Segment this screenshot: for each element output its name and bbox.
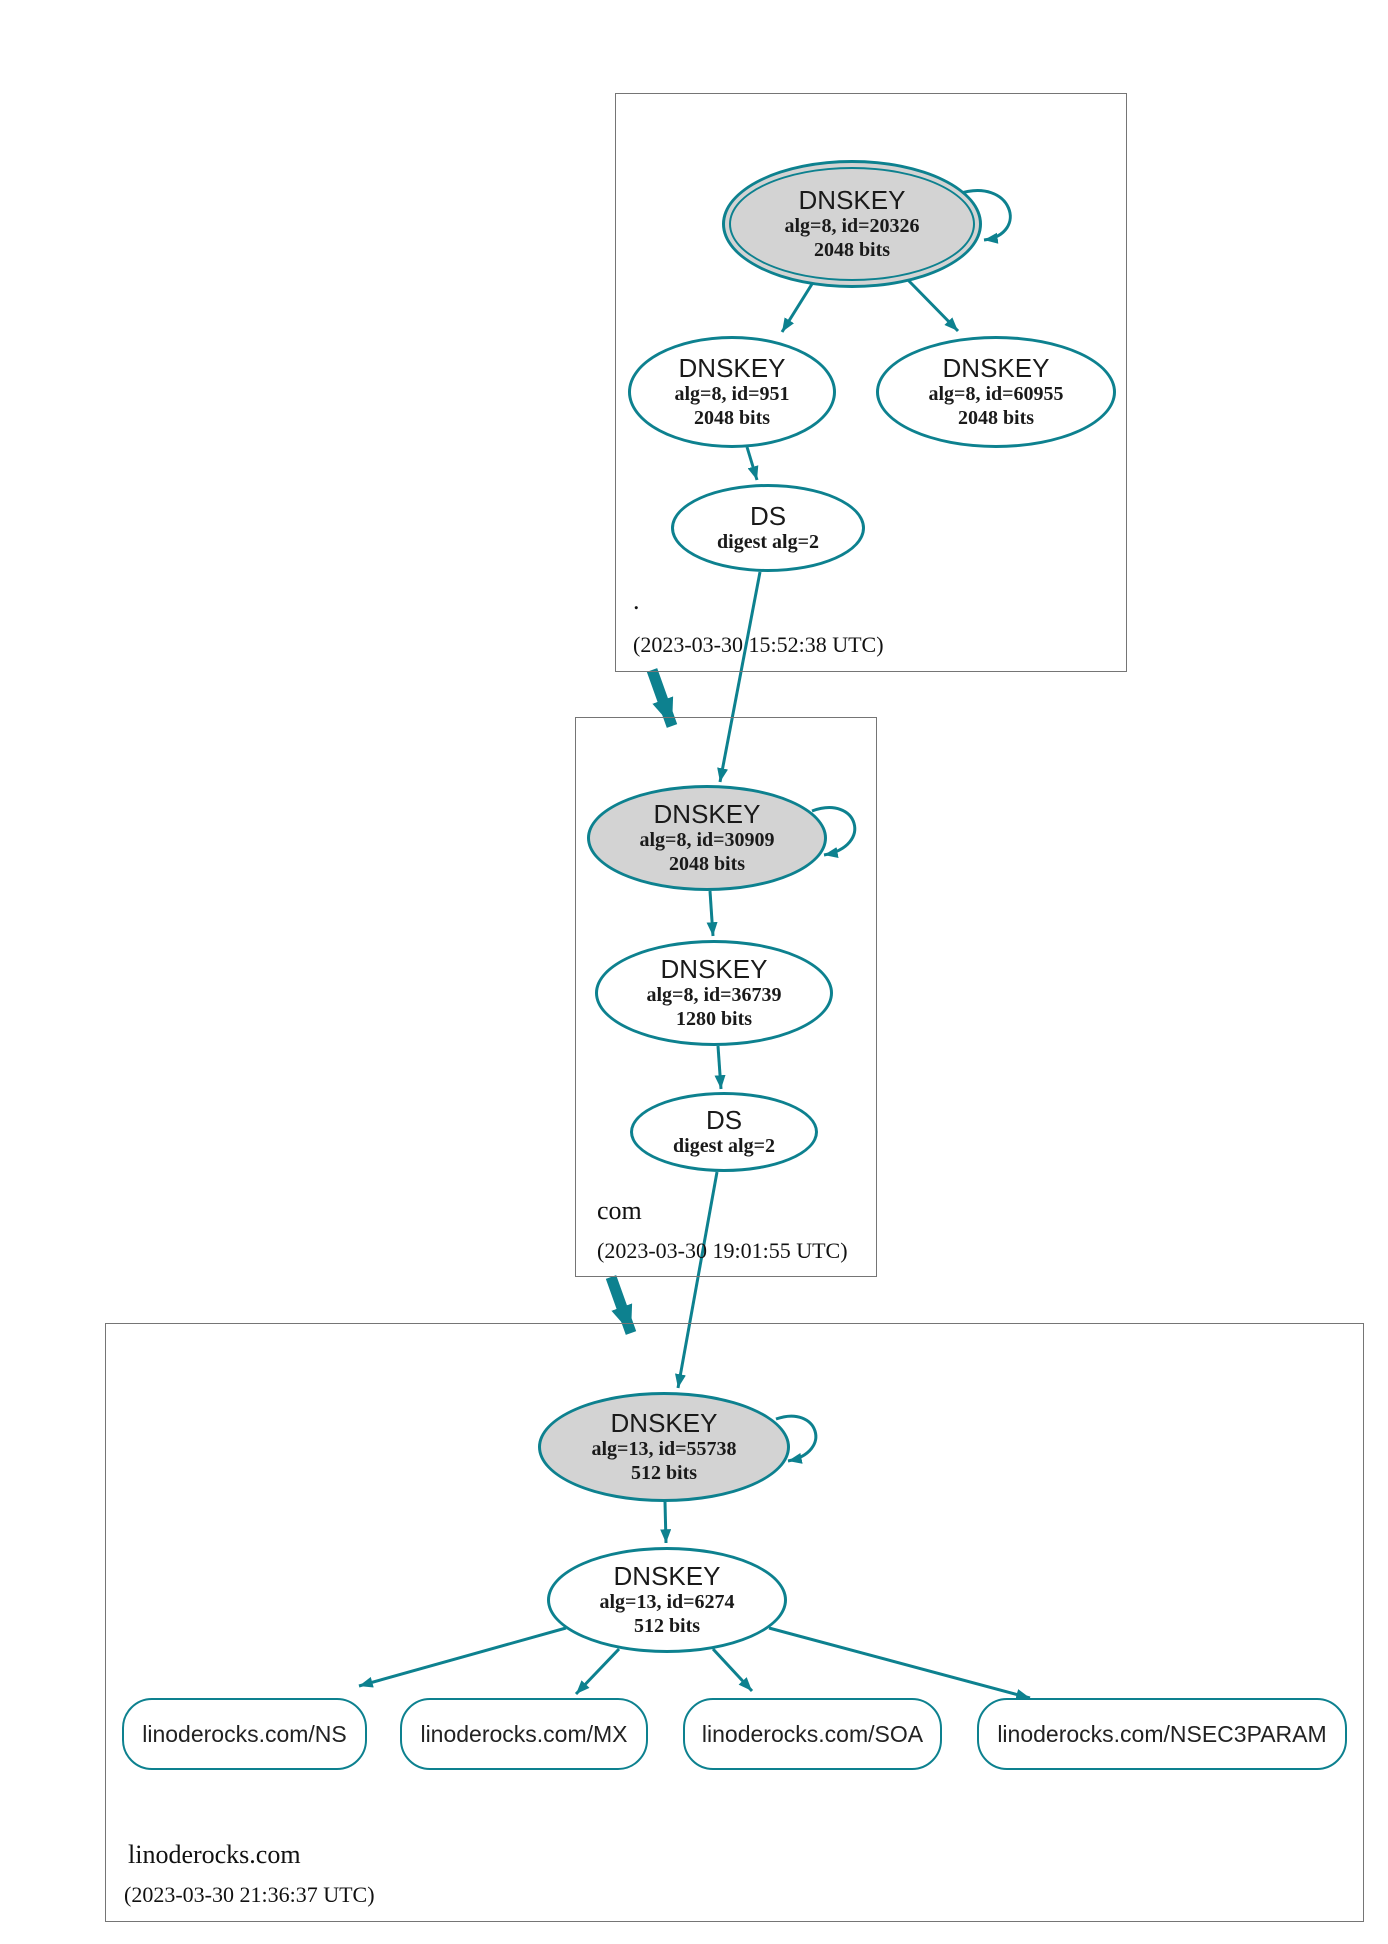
zone-timestamp-linoderocks: (2023-03-30 21:36:37 UTC) xyxy=(124,1882,375,1907)
edge-root-ksk-to-zsk60955 xyxy=(906,278,960,333)
node-detail: alg=13, id=55738 xyxy=(591,1438,737,1460)
node-detail: 2048 bits xyxy=(693,407,771,429)
zone-box-com xyxy=(575,717,877,1277)
dnskey-node-root-ksk-20326[interactable]: DNSKEY alg=8, id=20326 2048 bits xyxy=(722,160,982,288)
node-detail: alg=8, id=951 xyxy=(674,383,790,405)
node-title: DS xyxy=(749,501,787,531)
dnskey-node-com-zsk-36739[interactable]: DNSKEY alg=8, id=36739 1280 bits xyxy=(595,940,833,1046)
node-detail: 512 bits xyxy=(630,1462,698,1484)
self-loop-com-ksk xyxy=(811,806,857,858)
edge-root-ds-to-com-ksk xyxy=(717,571,762,783)
ds-node-com[interactable]: DS digest alg=2 xyxy=(630,1092,818,1172)
node-detail: 2048 bits xyxy=(813,239,891,261)
zone-timestamp-root: (2023-03-30 15:52:38 UTC) xyxy=(633,632,884,657)
edge-linode-zsk-to-mx xyxy=(574,1647,621,1696)
zone-timestamp-com: (2023-03-30 19:01:55 UTC) xyxy=(597,1238,848,1263)
self-loop-root-ksk xyxy=(957,189,1012,244)
node-detail: alg=8, id=60955 xyxy=(928,383,1064,405)
rrset-box-soa[interactable]: linoderocks.com/SOA xyxy=(683,1698,942,1770)
node-detail: 1280 bits xyxy=(675,1008,753,1030)
zone-box-root xyxy=(615,93,1127,672)
node-title: DNSKEY xyxy=(610,1408,718,1438)
rrset-box-ns[interactable]: linoderocks.com/NS xyxy=(122,1698,367,1770)
node-detail: alg=8, id=36739 xyxy=(646,984,782,1006)
rrset-box-mx[interactable]: linoderocks.com/MX xyxy=(400,1698,648,1770)
rrset-box-nsec3param[interactable]: linoderocks.com/NSEC3PARAM xyxy=(977,1698,1347,1770)
node-title: DNSKEY xyxy=(660,954,768,984)
zone-label-com: com xyxy=(597,1196,642,1225)
node-title: DNSKEY xyxy=(798,185,906,215)
delegation-arrow-root-to-com xyxy=(646,668,678,728)
node-detail: alg=13, id=6274 xyxy=(599,1591,735,1613)
zone-label-root: . xyxy=(633,586,640,615)
edge-com-ds-to-linode-ksk xyxy=(675,1171,719,1389)
dnskey-node-com-ksk-30909[interactable]: DNSKEY alg=8, id=30909 2048 bits xyxy=(587,785,827,891)
node-title: DNSKEY xyxy=(942,353,1050,383)
edge-linode-zsk-to-ns xyxy=(358,1626,567,1688)
node-detail: 2048 bits xyxy=(668,853,746,875)
zone-box-linoderocks xyxy=(105,1323,1364,1922)
self-loop-linode-ksk xyxy=(775,1414,818,1464)
edge-linode-ksk-to-zsk xyxy=(660,1501,672,1544)
node-detail: 2048 bits xyxy=(957,407,1035,429)
edge-root-zsk951-to-ds xyxy=(745,446,759,481)
dnskey-node-linode-zsk-6274[interactable]: DNSKEY alg=13, id=6274 512 bits xyxy=(547,1547,787,1653)
node-detail: alg=8, id=20326 xyxy=(784,215,920,237)
node-detail: digest alg=2 xyxy=(717,531,819,553)
node-title: DNSKEY xyxy=(613,1561,721,1591)
edge-com-zsk-to-ds xyxy=(714,1045,726,1090)
node-detail: digest alg=2 xyxy=(673,1135,775,1157)
node-detail: 512 bits xyxy=(633,1615,701,1637)
dnskey-node-root-zsk-60955[interactable]: DNSKEY alg=8, id=60955 2048 bits xyxy=(876,336,1116,448)
dnskey-node-root-zsk-951[interactable]: DNSKEY alg=8, id=951 2048 bits xyxy=(628,336,836,448)
edge-root-ksk-to-zsk951 xyxy=(780,283,814,333)
edge-com-ksk-to-zsk xyxy=(706,890,718,937)
node-title: DS xyxy=(705,1105,743,1135)
node-detail: alg=8, id=30909 xyxy=(639,829,775,851)
zone-label-linoderocks: linoderocks.com xyxy=(128,1840,301,1869)
edge-linode-zsk-to-soa xyxy=(711,1647,754,1693)
dnskey-node-linode-ksk-55738[interactable]: DNSKEY alg=13, id=55738 512 bits xyxy=(538,1392,790,1502)
node-title: DNSKEY xyxy=(653,799,761,829)
node-title: DNSKEY xyxy=(678,353,786,383)
edge-linode-zsk-to-nsec3param xyxy=(768,1626,1031,1700)
ds-node-root[interactable]: DS digest alg=2 xyxy=(671,484,865,572)
